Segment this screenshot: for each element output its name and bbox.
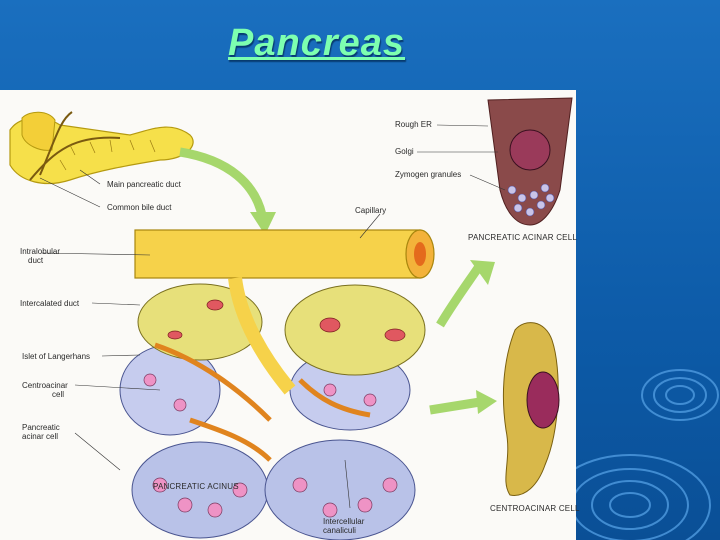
slide-title: Pancreas — [228, 22, 405, 65]
label-intercellular-canaliculi-line2: canaliculi — [323, 526, 356, 535]
green-arrow-3 — [430, 390, 497, 414]
label-rough-er: Rough ER — [395, 120, 432, 129]
label-intercalated-duct: Intercalated duct — [20, 299, 79, 308]
label-pancreatic-acinar-cell-line1: Pancreatic — [22, 423, 60, 432]
pancreas-figure: Main pancreatic duct Common bile duct In… — [0, 90, 576, 540]
label-centroacinar-cell-caps: CENTROACINAR CELL — [490, 504, 580, 513]
label-centroacinar-cell-line2: cell — [52, 390, 64, 399]
label-intralobular-duct-line1: Intralobular — [20, 247, 60, 256]
acinar-cell-illustration — [488, 98, 572, 225]
label-islet-of-langerhans: Islet of Langerhans — [22, 352, 90, 361]
label-main-pancreatic-duct: Main pancreatic duct — [107, 180, 181, 189]
ripple-decoration — [560, 330, 720, 540]
label-pancreatic-acinar-cell-line2: acinar cell — [22, 432, 58, 441]
label-centroacinar-cell-line1: Centroacinar — [22, 381, 68, 390]
label-zymogen-granules: Zymogen granules — [395, 170, 461, 179]
centroacinar-cell-illustration — [503, 323, 559, 496]
pancreas-illustration — [0, 90, 576, 540]
green-arrow-1 — [180, 152, 276, 235]
label-intralobular-duct-line2: duct — [28, 256, 43, 265]
pancreas-organ — [10, 112, 193, 184]
label-capillary: Capillary — [355, 206, 386, 215]
label-common-bile-duct: Common bile duct — [107, 203, 171, 212]
label-pancreatic-acinar-cell-caps: PANCREATIC ACINAR CELL — [468, 233, 577, 242]
green-arrow-2 — [440, 260, 495, 325]
label-intercellular-canaliculi-line1: Intercellular — [323, 517, 364, 526]
acini-cluster — [120, 284, 425, 540]
label-pancreatic-acinus: PANCREATIC ACINUS — [153, 482, 239, 491]
label-golgi: Golgi — [395, 147, 414, 156]
